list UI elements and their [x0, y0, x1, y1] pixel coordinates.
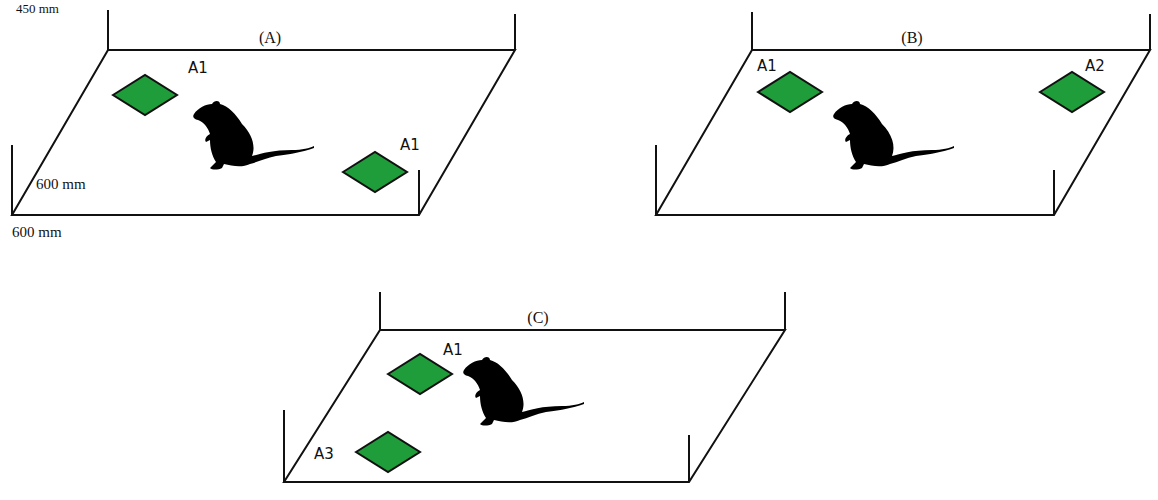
- object-label: A3: [314, 446, 334, 463]
- arena-wall: [514, 14, 516, 50]
- object-label: A1: [443, 342, 463, 359]
- arena-wall: [11, 145, 13, 215]
- arena-wall: [688, 435, 690, 482]
- object-label: A1: [757, 58, 777, 75]
- panel-label: (C): [525, 309, 550, 327]
- object-cubes: [113, 72, 1104, 472]
- object-label: A1: [400, 137, 420, 154]
- arena-wall: [107, 10, 109, 50]
- rat-silhouettes: [193, 101, 954, 426]
- arena-wall: [1149, 14, 1151, 50]
- dimension-label: 600 mm: [36, 176, 86, 193]
- arena-wall: [379, 292, 381, 330]
- arena-floor: [284, 330, 785, 482]
- arena-wall: [751, 12, 753, 50]
- arena-wall: [655, 145, 657, 215]
- dimension-label: 600 mm: [12, 224, 62, 241]
- dimension-label: 450 mm: [16, 2, 59, 17]
- arena-wall: [784, 292, 786, 330]
- arena-wall: [283, 410, 285, 482]
- arena-floor: [656, 50, 1150, 215]
- open-field-arena: (C): [280, 288, 790, 486]
- panel-label: (A): [257, 29, 283, 47]
- object-label: A2: [1085, 58, 1105, 75]
- panel-label: (B): [899, 29, 924, 47]
- arena-floor: [12, 50, 515, 215]
- arena-wall: [1053, 170, 1055, 215]
- object-label: A1: [188, 60, 208, 77]
- arena-wall: [418, 170, 420, 215]
- open-field-arena: (B): [650, 8, 1156, 220]
